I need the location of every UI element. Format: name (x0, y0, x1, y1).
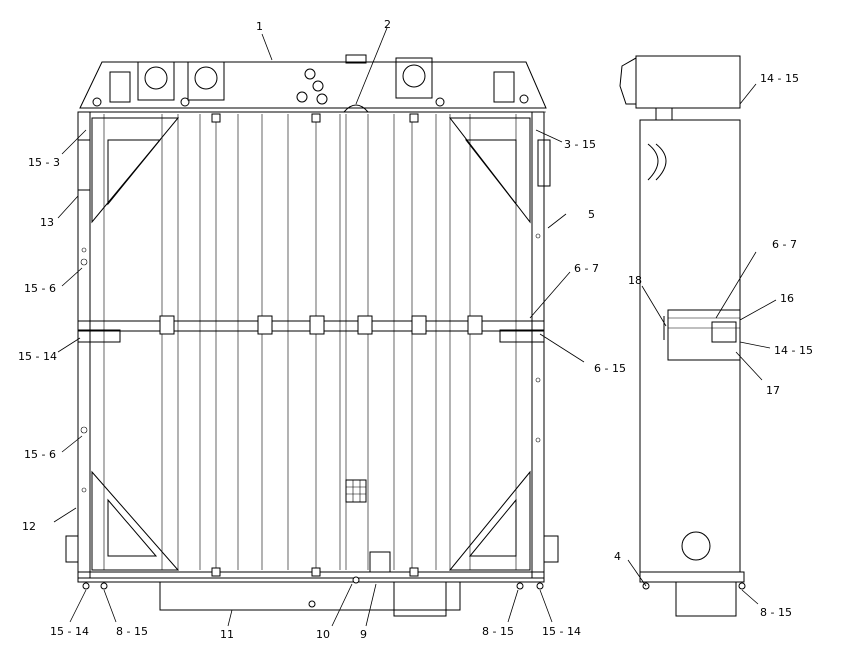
corner-braces (91, 117, 531, 571)
callout-2: 2 (384, 18, 391, 31)
callout-8-15-right: 8 - 15 (482, 625, 514, 638)
side-callout-8-15: 8 - 15 (760, 606, 792, 619)
side-callout-16: 16 (780, 292, 794, 305)
callout-15-14-mid: 15 - 14 (18, 350, 57, 363)
callout-labels: 1 2 3 - 15 15 - 3 13 5 15 - 6 6 - 7 15 -… (18, 18, 813, 641)
callout-6-15: 6 - 15 (594, 362, 626, 375)
callout-9: 9 (360, 628, 367, 641)
callout-3-15: 3 - 15 (564, 138, 596, 151)
callout-6-7: 6 - 7 (574, 262, 599, 275)
callout-1: 1 (256, 20, 263, 33)
side-callout-14-15-mid: 14 - 15 (774, 344, 813, 357)
side-callout-17: 17 (766, 384, 780, 397)
callout-12: 12 (22, 520, 36, 533)
side-view (619, 55, 746, 617)
side-callout-18: 18 (628, 274, 642, 287)
callout-15-6-lower: 15 - 6 (24, 448, 56, 461)
front-view (65, 54, 559, 617)
leader-lines (53, 27, 777, 627)
callout-15-3: 15 - 3 (28, 156, 60, 169)
callout-13: 13 (40, 216, 54, 229)
callout-5: 5 (588, 208, 595, 221)
side-callout-4: 4 (614, 550, 621, 563)
callout-15-6-upper: 15 - 6 (24, 282, 56, 295)
callout-15-14-bottom-right: 15 - 14 (542, 625, 581, 638)
callout-15-14-bottom-left: 15 - 14 (50, 625, 89, 638)
callout-8-15-left: 8 - 15 (116, 625, 148, 638)
core-fins (103, 114, 517, 570)
callout-11: 11 (220, 628, 234, 641)
callout-10: 10 (316, 628, 330, 641)
side-callout-14-15-top: 14 - 15 (760, 72, 799, 85)
side-callout-6-7: 6 - 7 (772, 238, 797, 251)
